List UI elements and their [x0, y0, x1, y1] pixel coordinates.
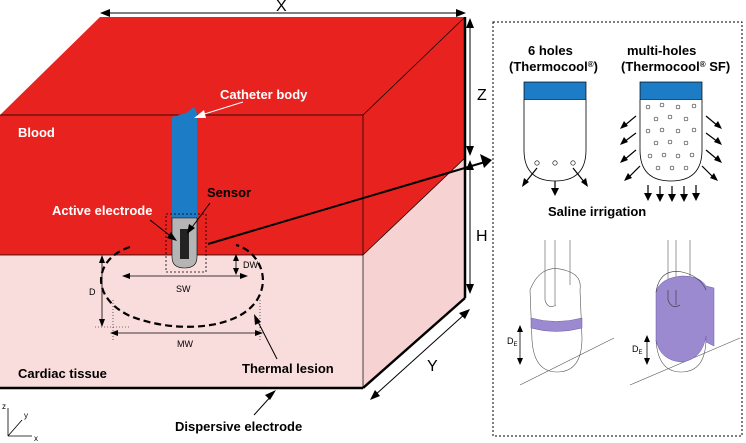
dw-label: DW	[243, 260, 258, 270]
catheter-body-label: Catheter body	[220, 87, 308, 102]
multi-hole-tip	[620, 81, 722, 202]
sensor-label: Sensor	[207, 185, 251, 200]
blood-label: Blood	[18, 125, 55, 140]
sw-label: SW	[176, 284, 191, 294]
z-dimension-arrow	[466, 18, 474, 156]
active-electrode-label: Active electrode	[52, 203, 152, 218]
six-hole-irrigation-band	[530, 317, 583, 332]
tissue-front-face	[0, 255, 363, 388]
h-dimension-arrow	[466, 160, 474, 294]
axis-y-label: y	[24, 411, 28, 420]
sensor	[180, 229, 189, 259]
multi-hole-irrigation-band	[655, 275, 715, 363]
cardiac-tissue-label: Cardiac tissue	[18, 366, 107, 381]
blood-side-face	[363, 17, 465, 255]
x-dimension-arrow	[100, 9, 466, 17]
x-dimension-label: X	[276, 0, 287, 15]
mw-label: MW	[177, 339, 193, 349]
catheter-body	[172, 107, 197, 218]
z-dimension-label: Z	[477, 87, 487, 104]
axes-indicator	[7, 408, 32, 437]
multi-holes-label: multi-holes	[627, 43, 696, 58]
thermal-lesion	[100, 243, 264, 328]
dispersive-electrode-label: Dispersive electrode	[175, 419, 302, 434]
y-dimension-label: Y	[427, 358, 438, 375]
six-hole-tip	[522, 81, 588, 196]
six-holes-sublabel: (Thermocool®)	[509, 59, 598, 74]
zoom-pointer-arrow	[207, 154, 492, 245]
axis-z-label: z	[2, 402, 6, 411]
tip-zoom-box	[165, 213, 207, 273]
axis-x-label: x	[34, 434, 38, 443]
thermal-lesion-label: Thermal lesion	[242, 361, 334, 376]
d-label: D	[89, 287, 96, 297]
tissue-side-face	[363, 158, 465, 388]
saline-irrigation-label: Saline irrigation	[548, 204, 646, 219]
blood-top-face	[0, 17, 465, 115]
de-label-right: DE	[632, 344, 643, 356]
y-dimension-arrow	[370, 309, 470, 400]
multi-holes-sublabel: (Thermocool® SF)	[621, 59, 730, 74]
de-label-left: DE	[507, 336, 518, 348]
six-holes-label: 6 holes	[528, 43, 573, 58]
h-dimension-label: H	[476, 228, 488, 245]
six-hole-depth-diagram	[519, 240, 615, 386]
